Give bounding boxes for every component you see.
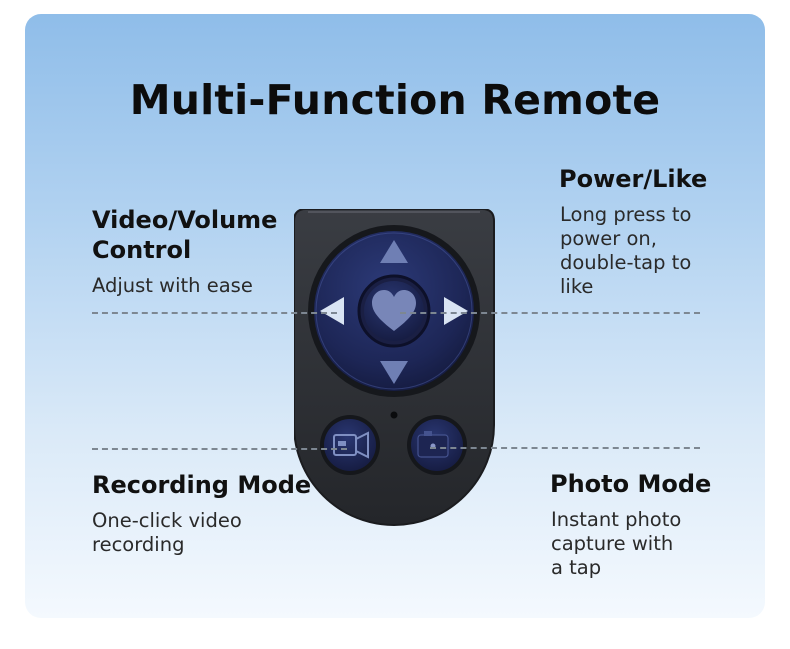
up-arrow-icon <box>380 240 408 263</box>
camera-icon <box>417 431 449 458</box>
page-title: Multi-Function Remote <box>129 76 661 124</box>
heart-icon <box>372 290 416 331</box>
photo-mode-desc-2: capture with <box>551 532 674 555</box>
photo-mode-desc-3: a tap <box>551 556 602 579</box>
power-like-desc-3: double-tap to <box>560 251 692 274</box>
power-like-desc-1: Long press to <box>560 203 692 226</box>
leader-line-power-like <box>400 312 700 314</box>
recording-mode-desc-2: recording <box>92 533 185 556</box>
recording-mode-desc-1: One-click video <box>92 509 242 532</box>
recording-mode-title: Recording Mode <box>92 471 312 499</box>
power-like-desc-4: like <box>560 275 594 298</box>
leader-line-recording <box>92 448 347 450</box>
power-like-desc-2: power on, <box>560 227 657 250</box>
remote-illustration <box>294 209 495 526</box>
video-volume-desc: Adjust with ease <box>92 274 253 297</box>
left-arrow-icon <box>320 297 344 325</box>
down-arrow-icon <box>380 361 408 384</box>
power-like-title: Power/Like <box>559 165 708 193</box>
video-volume-title-1: Video/Volume <box>92 206 278 234</box>
video-camera-icon <box>333 431 369 459</box>
leader-line-video-volume <box>92 312 337 314</box>
photo-mode-title: Photo Mode <box>550 470 712 498</box>
video-volume-title-2: Control <box>92 236 192 264</box>
led-indicator <box>390 411 398 419</box>
leader-line-photo <box>430 447 700 449</box>
photo-mode-desc-1: Instant photo <box>551 508 682 531</box>
right-arrow-icon <box>444 297 468 325</box>
